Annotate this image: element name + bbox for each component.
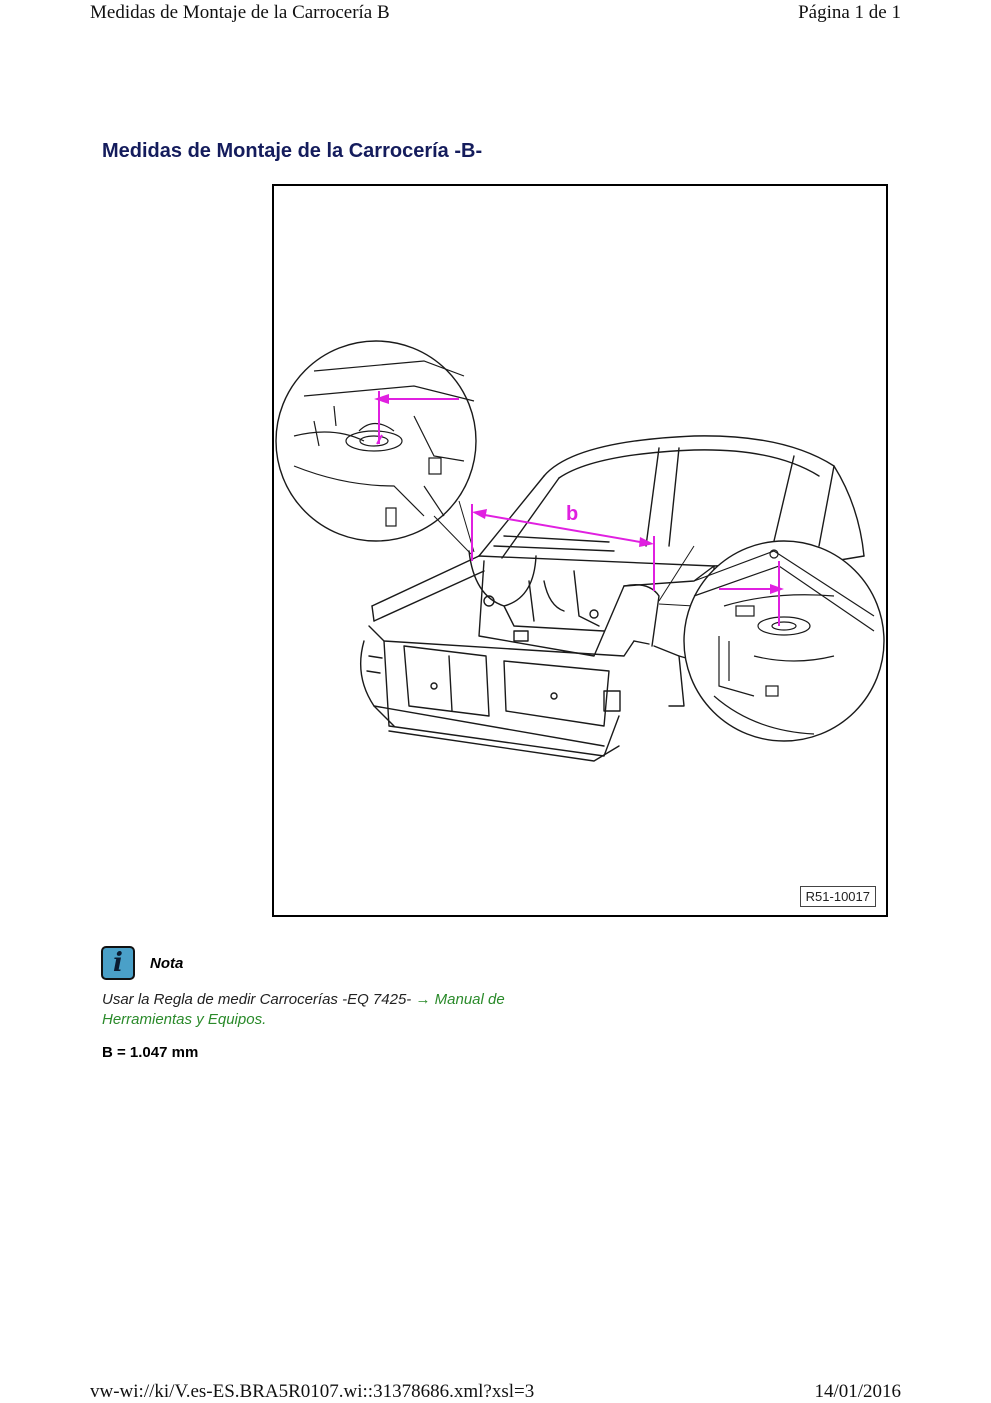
detail-circle-left — [275, 340, 477, 542]
note-title: Nota — [150, 955, 184, 972]
note-instruction: Usar la Regla de medir Carrocerías -EQ 7… — [102, 991, 412, 1008]
dimension-b-line — [471, 504, 655, 591]
dimension-label: b — [566, 503, 578, 525]
figure-reference-code: R51-10017 — [799, 886, 876, 907]
car-body-illustration: b — [275, 340, 885, 762]
manual-link[interactable]: → Manual de Herramientas y Equipos. — [102, 991, 505, 1028]
footer-url: vw-wi://ki/V.es-ES.BRA5R0107.wi::3137868… — [90, 1381, 535, 1402]
note-text: Usar la Regla de medir Carrocerías -EQ 7… — [102, 990, 572, 1030]
info-icon: i — [101, 946, 135, 980]
measurement-value: B = 1.047 mm — [102, 1044, 199, 1061]
page-title: Medidas de Montaje de la Carrocería -B- — [102, 140, 483, 162]
detail-circle-right — [683, 540, 885, 742]
header-page-number: Página 1 de 1 — [798, 2, 901, 23]
body-measurement-figure: b R51-10017 — [272, 184, 888, 917]
header-document-title: Medidas de Montaje de la Carrocería B — [90, 2, 390, 23]
footer-date: 14/01/2016 — [814, 1381, 901, 1402]
